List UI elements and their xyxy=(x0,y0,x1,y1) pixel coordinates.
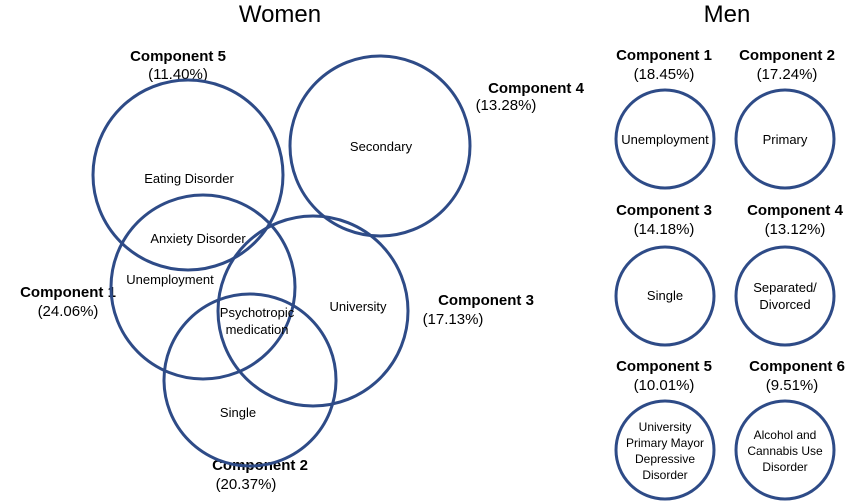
men-component-3-name: Component 3 xyxy=(616,202,712,219)
women-component-5-name: Component 5 xyxy=(130,48,226,65)
women-component-3-name: Component 3 xyxy=(438,292,534,309)
men-label-disorder: Disorder xyxy=(642,468,687,482)
men-component-5-circle xyxy=(614,399,716,501)
men-component-4-circle xyxy=(734,245,836,347)
men-label-use-disorder: Disorder xyxy=(762,460,807,474)
women-component-4-circle xyxy=(288,54,472,238)
women-component-4-pct: (13.28%) xyxy=(476,97,537,114)
women-component-3-pct: (17.13%) xyxy=(423,311,484,328)
men-label-separated: Separated/ xyxy=(753,280,817,295)
women-component-1-name: Component 1 xyxy=(20,284,116,301)
men-label-unemployment: Unemployment xyxy=(621,132,709,147)
women-label-secondary: Secondary xyxy=(350,139,413,154)
women-label-psychotropic-2: medication xyxy=(226,322,289,337)
men-label-primary-mayor: Primary Mayor xyxy=(626,436,704,450)
men-component-5-pct: (10.01%) xyxy=(634,377,695,394)
women-label-anxiety-disorder: Anxiety Disorder xyxy=(150,231,246,246)
men-component-3-circle xyxy=(614,245,716,347)
men-component-1-pct: (18.45%) xyxy=(634,66,695,83)
men-component-4-pct: (13.12%) xyxy=(765,221,826,238)
men-component-2-name: Component 2 xyxy=(739,47,835,64)
women-label-single: Single xyxy=(220,405,256,420)
men-component-6-name: Component 6 xyxy=(749,358,845,375)
men-label-alcohol: Alcohol and xyxy=(754,428,817,442)
men-component-4-name: Component 4 xyxy=(747,202,843,219)
women-label-psychotropic-1: Psychotropic xyxy=(220,305,295,320)
men-component-6-circle xyxy=(734,399,836,501)
men-label-primary: Primary xyxy=(763,132,808,147)
women-component-1-pct: (24.06%) xyxy=(38,303,99,320)
women-component-2-circle xyxy=(162,292,338,468)
men-label-cannabis: Cannabis Use xyxy=(747,444,823,458)
men-label-single: Single xyxy=(647,288,683,303)
men-component-5-name: Component 5 xyxy=(616,358,712,375)
men-component-3-pct: (14.18%) xyxy=(634,221,695,238)
men-label-university: University xyxy=(639,420,692,434)
women-component-2-pct: (20.37%) xyxy=(216,476,277,493)
women-title: Women xyxy=(239,1,321,28)
women-label-eating-disorder: Eating Disorder xyxy=(144,171,234,186)
men-component-6-pct: (9.51%) xyxy=(766,377,819,394)
men-component-1-name: Component 1 xyxy=(616,47,712,64)
men-component-2-circle xyxy=(734,88,836,190)
women-component-5-circle xyxy=(91,78,285,272)
men-component-1-circle xyxy=(614,88,716,190)
men-label-divorced: Divorced xyxy=(759,297,810,312)
men-title: Men xyxy=(704,1,751,28)
women-label-university: University xyxy=(329,299,387,314)
women-component-4-name: Component 4 xyxy=(488,80,584,97)
men-component-2-pct: (17.24%) xyxy=(757,66,818,83)
men-label-depressive: Depressive xyxy=(635,452,695,466)
women-component-1-circle xyxy=(109,193,297,381)
women-component-3-circle xyxy=(216,214,410,408)
women-label-unemployment: Unemployment xyxy=(126,272,214,287)
